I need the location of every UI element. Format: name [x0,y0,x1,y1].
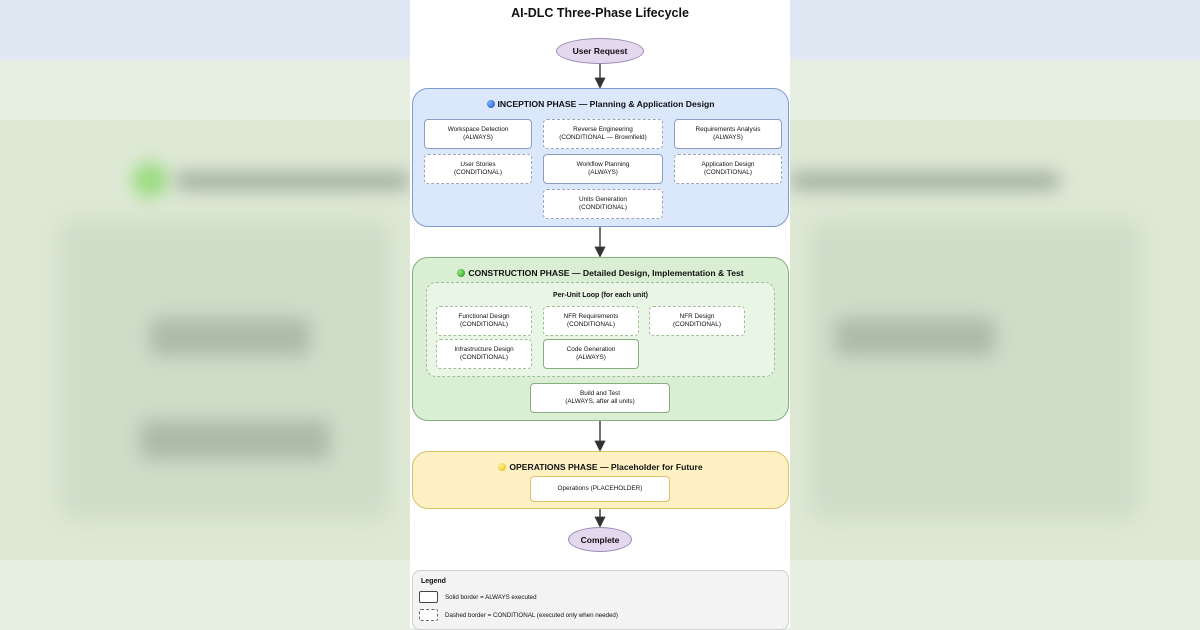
box-name: Functional Design [458,313,510,320]
requirements-analysis-box: Requirements Analysis(ALWAYS) [674,119,782,149]
start-node: User Request [556,38,644,64]
box-status: (CONDITIONAL) [460,354,508,361]
box-status: (ALWAYS) [713,134,743,141]
bg-box-right-1 [835,318,995,356]
operations-phase-title: OPERATIONS PHASE — Placeholder for Futur… [413,462,788,472]
nfr-design-box: NFR Design(CONDITIONAL) [649,306,745,336]
green-circle-icon [457,269,466,277]
box-name: NFR Requirements [563,313,619,320]
operations-placeholder-box: Operations (PLACEHOLDER) [530,476,670,502]
box-name: Code Generation [566,346,616,353]
legend-solid-row: Solid border = ALWAYS executed [419,591,537,603]
box-status: (CONDITIONAL) [704,169,752,176]
box-status: (ALWAYS) [588,169,618,176]
yellow-circle-icon [498,463,507,471]
operations-title-text: OPERATIONS PHASE — Placeholder for Futur… [509,462,703,472]
box-status: (CONDITIONAL) [673,321,721,328]
bg-blob-right [810,220,1140,520]
box-status: (ALWAYS) [576,354,606,361]
bg-box-left-2 [140,420,330,460]
legend-dashed-row: Dashed border = CONDITIONAL (executed on… [419,609,618,621]
build-and-test-box: Build and Test(ALWAYS, after all units) [530,383,670,413]
box-status: (CONDITIONAL — Brownfield) [559,134,647,141]
units-generation-box: Units Generation(CONDITIONAL) [543,189,663,219]
box-status: (CONDITIONAL) [460,321,508,328]
workspace-detection-box: Workspace Detection(ALWAYS) [424,119,532,149]
infrastructure-design-box: Infrastructure Design(CONDITIONAL) [436,339,532,369]
box-name: Requirements Analysis [695,126,761,133]
box-status: (CONDITIONAL) [454,169,502,176]
functional-design-box: Functional Design(CONDITIONAL) [436,306,532,336]
box-name: Units Generation [579,196,627,203]
legend-dashed-text: Dashed border = CONDITIONAL (executed on… [445,611,618,619]
blue-circle-icon [486,100,495,108]
workflow-planning-box: Workflow Planning(ALWAYS) [543,154,663,184]
bg-text-right [790,172,1060,190]
nfr-requirements-box: NFR Requirements(CONDITIONAL) [543,306,639,336]
box-status: (ALWAYS, after all units) [565,398,635,405]
bg-glow [132,162,168,198]
legend-title: Legend [421,578,446,585]
legend-solid-text: Solid border = ALWAYS executed [445,593,537,601]
bg-box-left-1 [150,318,310,356]
box-status: (CONDITIONAL) [567,321,615,328]
application-design-box: Application Design(CONDITIONAL) [674,154,782,184]
legend: Legend Solid border = ALWAYS executed Da… [412,570,789,630]
reverse-engineering-box: Reverse Engineering(CONDITIONAL — Brownf… [543,119,663,149]
box-name: User Stories [460,161,496,168]
solid-border-swatch [419,591,438,603]
dashed-border-swatch [419,609,438,621]
user-stories-box: User Stories(CONDITIONAL) [424,154,532,184]
box-status: (ALWAYS) [463,134,493,141]
construction-title-text: CONSTRUCTION PHASE — Detailed Design, Im… [468,268,744,278]
box-name: Infrastructure Design [454,346,514,353]
inception-phase-title: INCEPTION PHASE — Planning & Application… [413,99,788,109]
box-name: Workspace Detection [447,126,509,133]
box-name: Reverse Engineering [573,126,633,133]
bg-blob-left [60,220,390,520]
box-name: Operations (PLACEHOLDER) [557,485,643,492]
box-name: NFR Design [679,313,715,320]
diagram-title: AI-DLC Three-Phase Lifecycle [511,6,689,20]
code-generation-box: Code Generation(ALWAYS) [543,339,639,369]
box-name: Application Design [701,161,755,168]
box-name: Workflow Planning [576,161,630,168]
box-name: Build and Test [579,390,621,397]
loop-title: Per-Unit Loop (for each unit) [553,292,648,299]
inception-title-text: INCEPTION PHASE — Planning & Application… [497,99,715,109]
construction-phase-title: CONSTRUCTION PHASE — Detailed Design, Im… [413,268,788,278]
bg-text-left [175,172,410,190]
end-node: Complete [568,527,632,552]
box-status: (CONDITIONAL) [579,204,627,211]
